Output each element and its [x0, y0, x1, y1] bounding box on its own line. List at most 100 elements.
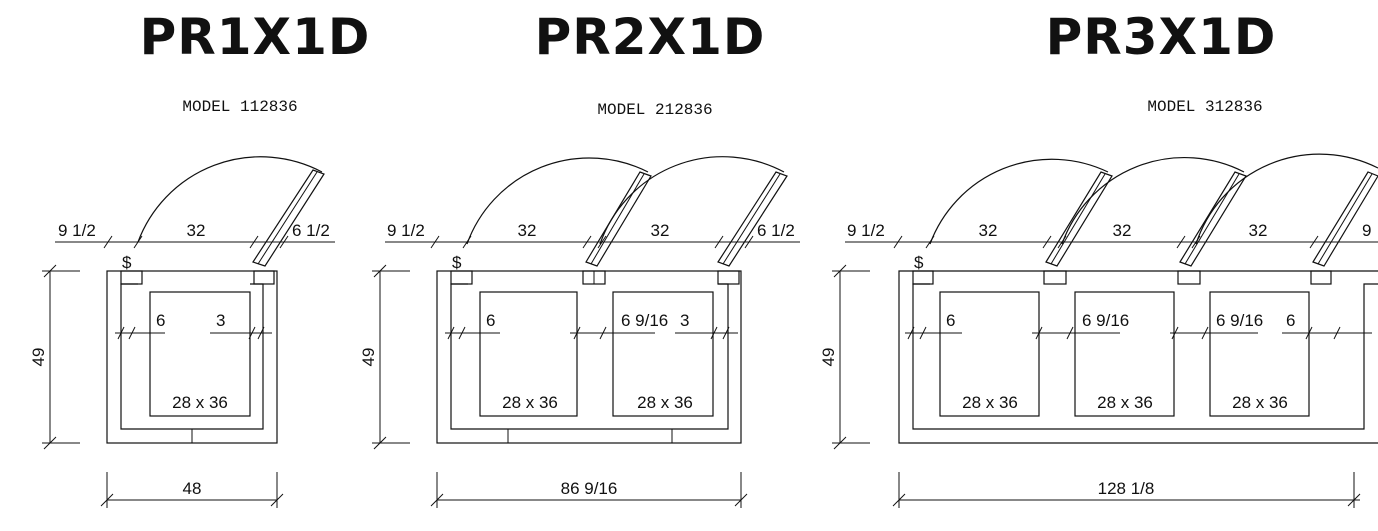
- tick: [133, 235, 143, 249]
- tick: [734, 493, 748, 507]
- tick: [447, 326, 455, 340]
- tick: [373, 436, 387, 450]
- box-size-label: 28 x 36: [502, 393, 558, 412]
- tick: [710, 326, 718, 340]
- door-jamb-right: [253, 270, 275, 285]
- door-width-label: 32: [518, 221, 537, 240]
- tick: [1201, 326, 1209, 340]
- panel-pr3x1d: PR3X1D MODEL 312836 9 1/2 32 32 32 9 $: [819, 8, 1378, 508]
- box-size-label: 28 x 36: [1097, 393, 1153, 412]
- door-jamb-left: [450, 270, 473, 285]
- model-number: MODEL 312836: [1147, 98, 1262, 116]
- storage-box: [1074, 291, 1175, 417]
- right-offset-label: 6 1/2: [757, 221, 795, 240]
- door-leaf: [252, 169, 325, 267]
- tick: [249, 235, 259, 249]
- storage-box: [612, 291, 714, 417]
- width-label: 48: [183, 479, 202, 498]
- panel-title: PR3X1D: [1046, 8, 1277, 66]
- inner-gap-label: 6 9/16: [621, 311, 668, 330]
- tick: [744, 235, 754, 249]
- box-size-label: 28 x 36: [172, 393, 228, 412]
- inner-right-label: 6: [1286, 311, 1295, 330]
- tick: [1333, 326, 1341, 340]
- model-number: MODEL 112836: [182, 98, 297, 116]
- tick: [919, 326, 927, 340]
- door-jamb-left: [912, 270, 934, 285]
- tick: [100, 493, 114, 507]
- symbol-mark: $: [452, 253, 462, 272]
- tick: [117, 326, 125, 340]
- tick: [1305, 326, 1313, 340]
- inner-right-label: 3: [680, 311, 689, 330]
- tick: [279, 235, 289, 249]
- tick: [893, 235, 903, 249]
- door-leaf-inner: [590, 173, 645, 265]
- door-leaf: [717, 171, 788, 267]
- tick: [1347, 493, 1361, 507]
- tick: [597, 235, 607, 249]
- tick: [257, 326, 265, 340]
- door-jamb-left: [120, 270, 143, 285]
- door-width-label: 32: [1113, 221, 1132, 240]
- depth-label: 49: [819, 348, 838, 367]
- door-width-label: 32: [187, 221, 206, 240]
- tick: [925, 235, 935, 249]
- door-width-label: 32: [979, 221, 998, 240]
- panel-pr2x1d: PR2X1D MODEL 212836 9 1/2 32 32 6 1/2 $: [359, 8, 800, 508]
- left-offset-label: 9 1/2: [58, 221, 96, 240]
- tick: [103, 235, 113, 249]
- door-swing-arc: [137, 156, 323, 243]
- tick: [458, 326, 466, 340]
- tick: [43, 264, 57, 278]
- left-offset-label: 9 1/2: [847, 221, 885, 240]
- inner-left-label: 6: [946, 311, 955, 330]
- tick: [462, 235, 472, 249]
- tick: [833, 436, 847, 450]
- right-offset-label: 9: [1362, 221, 1371, 240]
- storage-box: [1209, 291, 1310, 417]
- door-post: [1177, 270, 1201, 285]
- depth-label: 49: [29, 348, 48, 367]
- tick: [582, 235, 592, 249]
- tick: [714, 235, 724, 249]
- width-label: 86 9/16: [561, 479, 618, 498]
- door-width-label: 32: [1249, 221, 1268, 240]
- door-swing-arc: [929, 158, 1109, 245]
- inner-gap-label: 6 9/16: [1082, 311, 1129, 330]
- door-leaf-inner: [722, 173, 781, 265]
- storage-box: [939, 291, 1040, 417]
- tick: [1042, 235, 1052, 249]
- door-leaf-inner: [257, 171, 318, 265]
- door-post: [1043, 270, 1067, 285]
- tick: [1035, 326, 1043, 340]
- door-leaf: [1312, 171, 1378, 267]
- width-label: 128 1/8: [1098, 479, 1155, 498]
- panel-pr1x1d: PR1X1D MODEL 112836 9 1/2 32 6 1/2 $ 28 …: [29, 8, 369, 508]
- storage-box: [149, 291, 251, 417]
- tick: [892, 493, 906, 507]
- tick: [722, 326, 730, 340]
- door-leaf: [1045, 171, 1113, 267]
- inner-left-label: 6: [156, 311, 165, 330]
- tick: [128, 326, 136, 340]
- tick: [430, 493, 444, 507]
- storage-box: [479, 291, 578, 417]
- inner-gap-label: 6 9/16: [1216, 311, 1263, 330]
- box-size-label: 28 x 36: [962, 393, 1018, 412]
- tick: [1066, 326, 1074, 340]
- tick: [1057, 235, 1067, 249]
- depth-label: 49: [359, 348, 378, 367]
- tick: [248, 326, 256, 340]
- tick: [1171, 326, 1179, 340]
- symbol-mark: $: [914, 253, 924, 272]
- door-leaf-inner: [1184, 173, 1240, 265]
- right-offset-label: 6 1/2: [292, 221, 330, 240]
- outer-wall: [106, 270, 278, 444]
- door-leaf-inner: [1317, 173, 1373, 265]
- model-number: MODEL 212836: [597, 101, 712, 119]
- box-size-label: 28 x 36: [1232, 393, 1288, 412]
- tick: [1191, 235, 1201, 249]
- tick: [1309, 235, 1319, 249]
